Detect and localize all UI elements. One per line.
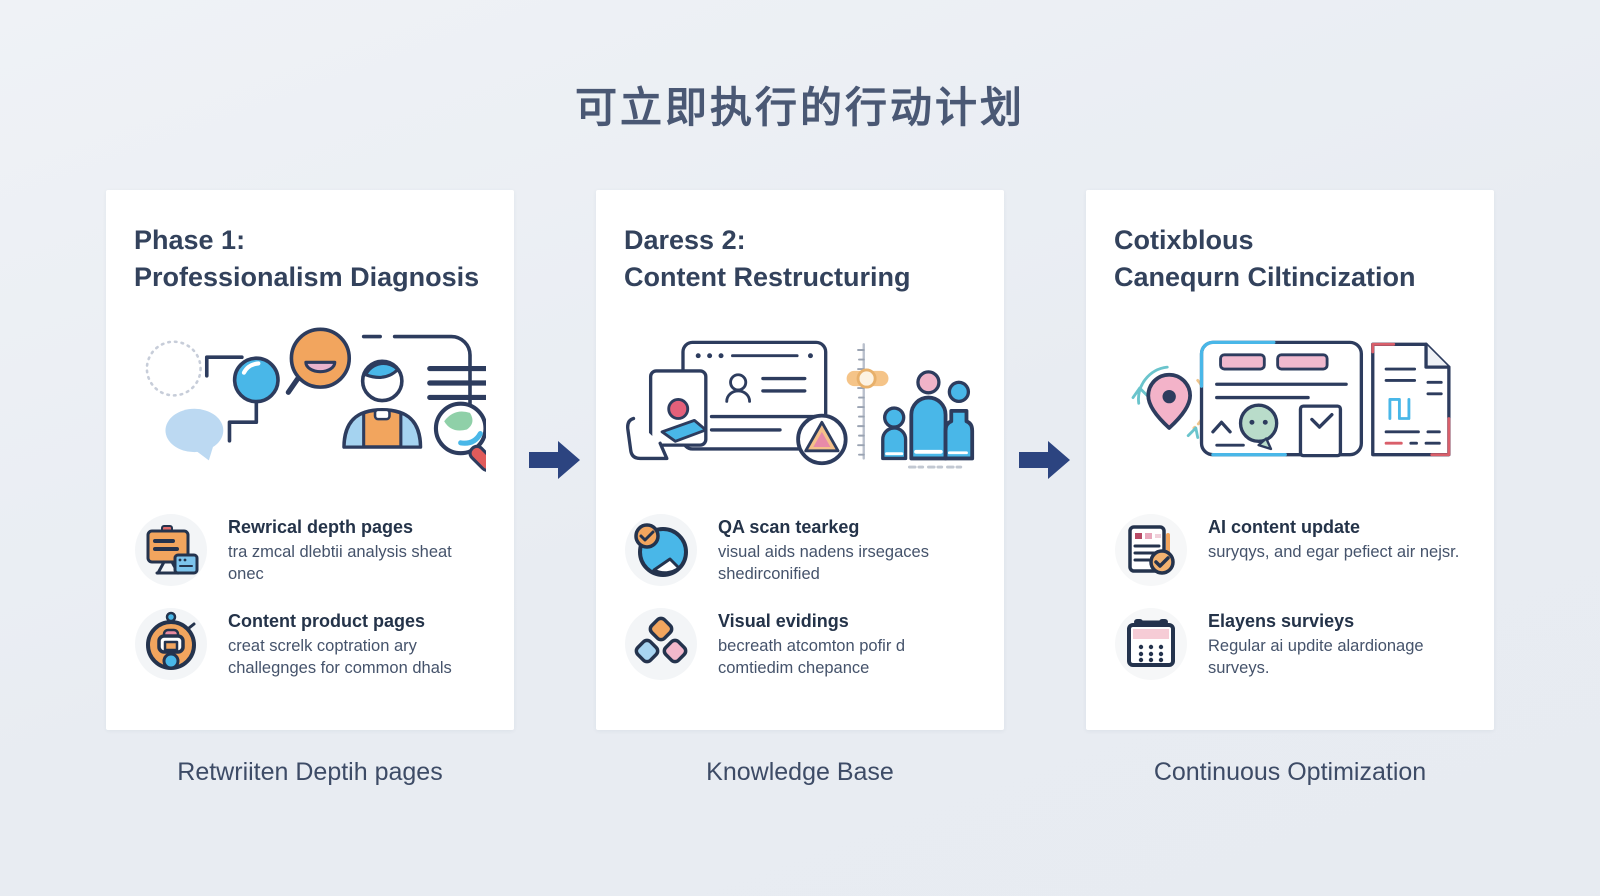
arrow-cell [514, 190, 596, 730]
feature-text: Content product pages creat screlk coptr… [228, 607, 486, 681]
feature-text: QA scan tearkeg visual aids nadens irseg… [718, 513, 976, 587]
card-heading-line1: Daress 2: [624, 225, 746, 255]
page-title: 可立即执行的行动计划 [574, 84, 1025, 131]
feature-row: Content product pages creat screlk coptr… [134, 607, 486, 681]
card-heading-line1: Cotixblous [1114, 225, 1254, 255]
feature-body: becreath atcomton pofir d comtiedim chep… [718, 636, 906, 678]
card-phase-1: Phase 1: Professionalism Diagnosis [106, 190, 514, 730]
feature-title: Visual evidings [718, 610, 849, 631]
feature-row: AI content update suryqys, and egar pefi… [1114, 513, 1466, 587]
feature-body: suryqys, and egar pefiect air nejsr. [1208, 542, 1460, 561]
feature-body: Regular ai updite alardionage surveys. [1208, 636, 1424, 678]
card-heading: Phase 1: Professionalism Diagnosis [134, 222, 486, 297]
card-heading-line2: Canequrn Ciltincization [1114, 262, 1416, 293]
check-globe-icon [624, 513, 698, 587]
footer-label-3: Continuous Optimization [1153, 758, 1427, 786]
feature-title: Rewrical depth pages [228, 516, 414, 537]
arrow-cell [1004, 190, 1086, 730]
footer-label-2: Knowledge Base [706, 758, 894, 786]
label-spacer [514, 758, 596, 787]
feature-row: Elayens survieys Regular ai updite alard… [1114, 607, 1466, 681]
profile-review-chart-scene-illustration [624, 313, 976, 485]
card-heading: Daress 2: Content Restructuring [624, 222, 976, 297]
arrow-right-icon [1019, 441, 1070, 479]
robot-icon [134, 607, 208, 681]
update-cycle-document-scene-illustration [1114, 313, 1466, 485]
feature-row: Visual evidings becreath atcomton pofir … [624, 607, 976, 681]
card-phase-2: Daress 2: Content Restructuring [596, 190, 1004, 730]
card-heading-line1: Phase 1: [134, 225, 246, 255]
footer-label-1: Retwriiten Deptih pages [177, 758, 443, 786]
feature-text: AI content update suryqys, and egar pefi… [1208, 513, 1466, 564]
diagnosis-people-scene-illustration [134, 313, 486, 485]
monitor-documents-icon [134, 513, 208, 587]
feature-body: tra zmcal dlebtii analysis sheat onec [228, 542, 452, 584]
calendar-icon [1114, 607, 1188, 681]
card-heading-line2: Content Restructuring [624, 262, 911, 293]
feature-title: QA scan tearkeg [718, 516, 860, 537]
feature-row: Rewrical depth pages tra zmcal dlebtii a… [134, 513, 486, 587]
footer-labels-row: Retwriiten Deptih pages Knowledge Base C… [0, 758, 1600, 787]
arrow-right-icon [529, 441, 580, 479]
card-phase-3: Cotixblous Canequrn Ciltincization [1086, 190, 1494, 730]
feature-title: AI content update [1208, 516, 1360, 537]
feature-title: Content product pages [228, 610, 425, 631]
feature-text: Rewrical depth pages tra zmcal dlebtii a… [228, 513, 486, 587]
card-heading-line2: Professionalism Diagnosis [134, 262, 480, 293]
card-heading: Cotixblous Canequrn Ciltincization [1114, 222, 1466, 297]
label-spacer [1004, 758, 1086, 787]
document-check-icon [1114, 513, 1188, 587]
diamonds-icon [624, 607, 698, 681]
feature-text: Elayens survieys Regular ai updite alard… [1208, 607, 1466, 681]
feature-body: creat screlk coptration ary challegnges … [228, 636, 452, 678]
feature-text: Visual evidings becreath atcomton pofir … [718, 607, 976, 681]
feature-title: Elayens survieys [1208, 610, 1355, 631]
feature-body: visual aids nadens irsegaces shedirconif… [718, 542, 929, 584]
cards-row: Phase 1: Professionalism Diagnosis [0, 190, 1600, 730]
feature-row: QA scan tearkeg visual aids nadens irseg… [624, 513, 976, 587]
